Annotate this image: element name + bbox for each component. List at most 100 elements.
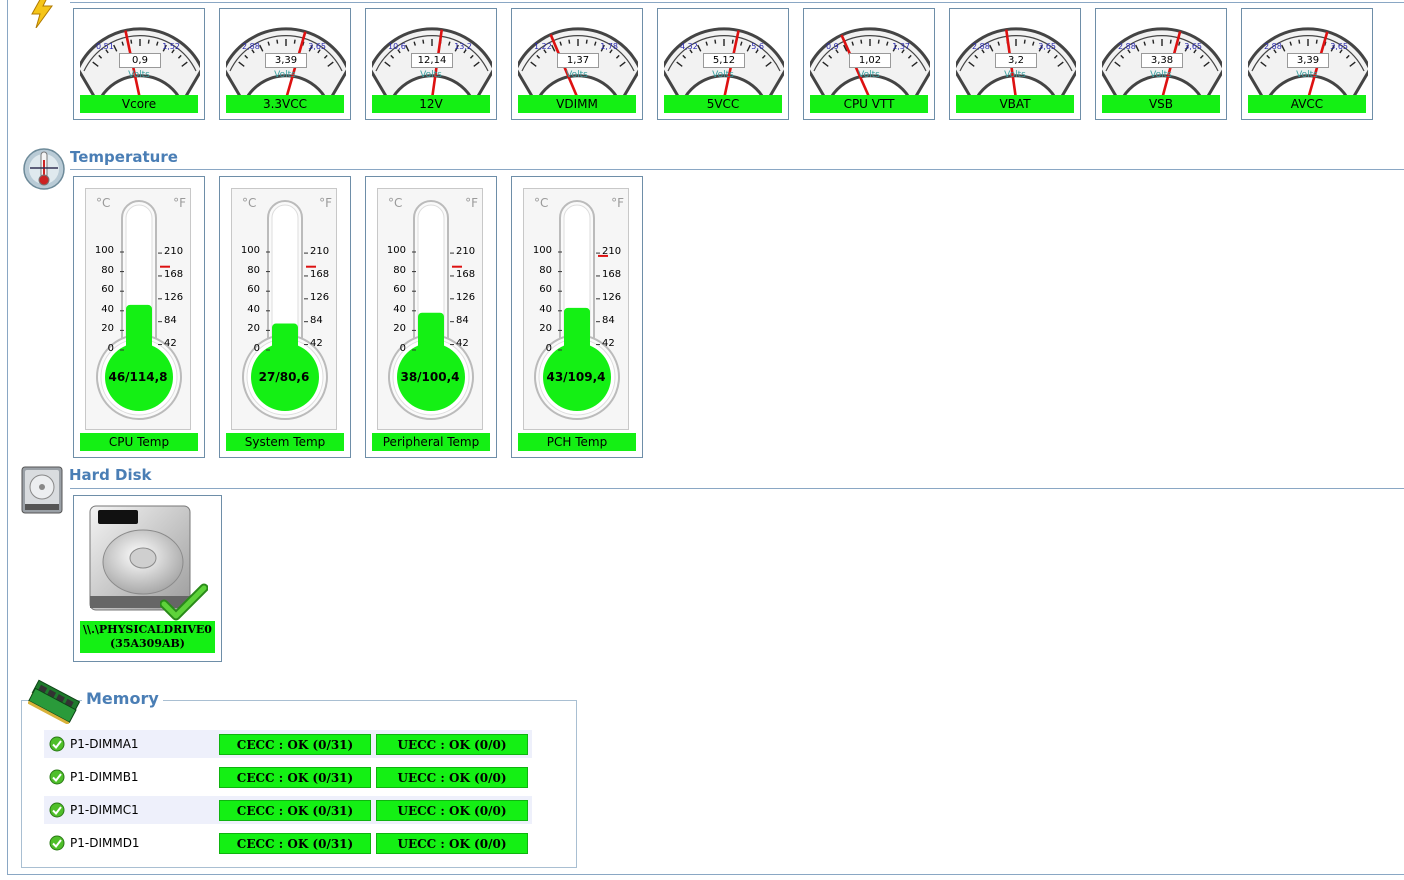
fahrenheit-tick-label: 168 bbox=[602, 268, 622, 280]
fahrenheit-tick-label: 210 bbox=[310, 246, 330, 258]
fahrenheit-tick-label: 84 bbox=[310, 314, 323, 326]
memory-module-name: P1-DIMMD1 bbox=[70, 836, 140, 850]
voltage-gauge-card[interactable]: 2,88 3,65 3,39 Volts 3.3VCC bbox=[219, 8, 351, 120]
celsius-tick-label: 0 bbox=[545, 343, 552, 354]
celsius-tick-label: 60 bbox=[539, 284, 552, 296]
hard-disk-section-title: Hard Disk bbox=[69, 466, 152, 484]
gauge-min-label: 2,88 bbox=[242, 42, 260, 51]
celsius-tick-label: 60 bbox=[393, 284, 406, 296]
celsius-tick-label: 40 bbox=[393, 303, 406, 315]
memory-module-row[interactable]: P1-DIMMA1 CECC : OK (0/31) UECC : OK (0/… bbox=[44, 730, 532, 758]
gauge-unit-label: Volts bbox=[566, 70, 588, 80]
gauge-unit-label: Volts bbox=[858, 70, 880, 80]
celsius-unit-label: °C bbox=[242, 196, 257, 210]
fahrenheit-tick-label: 84 bbox=[602, 314, 615, 326]
gauge-unit-label: Volts bbox=[712, 70, 734, 80]
voltage-gauge-card[interactable]: 2,88 3,65 3,2 Volts VBAT bbox=[949, 8, 1081, 120]
gauge-value-readout: 1,37 bbox=[557, 53, 599, 68]
gauge-value-readout: 3,38 bbox=[1141, 53, 1183, 68]
temperature-readout: 38/100,4 bbox=[400, 370, 460, 384]
gauge-name-label: 3.3VCC bbox=[226, 95, 344, 113]
ok-check-icon bbox=[49, 835, 65, 855]
celsius-tick-label: 80 bbox=[393, 264, 406, 276]
celsius-tick-label: 20 bbox=[393, 323, 406, 335]
gauge-min-label: 2,88 bbox=[972, 42, 990, 51]
celsius-tick-label: 0 bbox=[107, 343, 114, 354]
memory-module-row[interactable]: P1-DIMMB1 CECC : OK (0/31) UECC : OK (0/… bbox=[44, 763, 532, 791]
fahrenheit-tick-label: 210 bbox=[602, 246, 622, 258]
celsius-tick-label: 20 bbox=[539, 323, 552, 335]
voltage-gauge-card[interactable]: 2,88 3,65 3,39 Volts AVCC bbox=[1241, 8, 1373, 120]
fahrenheit-tick-label: 84 bbox=[456, 314, 469, 326]
ok-checkmark-icon bbox=[159, 582, 209, 626]
celsius-unit-label: °C bbox=[96, 196, 111, 210]
gauge-max-label: 1,78 bbox=[600, 42, 618, 51]
fahrenheit-tick-label: 210 bbox=[456, 246, 476, 258]
fahrenheit-tick-label: 42 bbox=[310, 337, 323, 349]
uecc-status-badge: UECC : OK (0/0) bbox=[376, 833, 528, 854]
ok-check-icon bbox=[49, 802, 65, 822]
temperature-sensor-label: System Temp bbox=[226, 433, 344, 451]
celsius-tick-label: 80 bbox=[539, 264, 552, 276]
memory-module-icon bbox=[27, 674, 82, 728]
gauge-value-readout: 5,12 bbox=[703, 53, 745, 68]
gauge-value-readout: 0,9 bbox=[119, 53, 161, 68]
thermometer-graphic bbox=[242, 200, 328, 420]
celsius-tick-label: 0 bbox=[399, 343, 406, 354]
celsius-tick-label: 40 bbox=[101, 303, 114, 315]
memory-module-name: P1-DIMMB1 bbox=[70, 770, 139, 784]
gauge-unit-label: Volts bbox=[274, 70, 296, 80]
uecc-status-badge: UECC : OK (0/0) bbox=[376, 767, 528, 788]
temperature-sensor-label: CPU Temp bbox=[80, 433, 198, 451]
memory-module-row[interactable]: P1-DIMMD1 CECC : OK (0/31) UECC : OK (0/… bbox=[44, 829, 532, 857]
celsius-tick-label: 40 bbox=[539, 303, 552, 315]
fahrenheit-unit-label: °F bbox=[319, 196, 332, 210]
fahrenheit-unit-label: °F bbox=[173, 196, 186, 210]
gauge-min-label: 10,6 bbox=[388, 42, 406, 51]
hard-disk-section-divider bbox=[70, 488, 1404, 489]
mercury-bulb bbox=[105, 343, 173, 411]
hard-disk-card[interactable]: \\.\PHYSICALDRIVE0 (35A309AB) bbox=[73, 495, 222, 662]
cecc-status-badge: CECC : OK (0/31) bbox=[219, 833, 371, 854]
fahrenheit-tick-label: 42 bbox=[602, 337, 615, 349]
voltage-gauge-card[interactable]: 2,88 3,65 3,38 Volts VSB bbox=[1095, 8, 1227, 120]
gauge-value-readout: 12,14 bbox=[411, 53, 453, 68]
gauge-min-label: 0,9 bbox=[826, 42, 839, 51]
hard-disk-label: \\.\PHYSICALDRIVE0 (35A309AB) bbox=[80, 621, 215, 653]
celsius-tick-label: 0 bbox=[253, 343, 260, 354]
memory-module-name: P1-DIMMA1 bbox=[70, 737, 139, 751]
cecc-status-badge: CECC : OK (0/31) bbox=[219, 767, 371, 788]
gauge-max-label: 5,6 bbox=[751, 42, 764, 51]
gauge-name-label: 5VCC bbox=[664, 95, 782, 113]
gauge-value-readout: 3,39 bbox=[1287, 53, 1329, 68]
lightning-icon bbox=[28, 0, 56, 32]
celsius-tick-label: 100 bbox=[94, 245, 114, 256]
memory-title-wrap: Memory bbox=[82, 689, 163, 708]
voltage-gauge-card[interactable]: 0,51 1,52 0,9 Volts Vcore bbox=[73, 8, 205, 120]
fahrenheit-tick-label: 126 bbox=[602, 291, 622, 303]
gauge-unit-label: Volts bbox=[128, 70, 150, 80]
voltage-gauge-card[interactable]: 4,32 5,6 5,12 Volts 5VCC bbox=[657, 8, 789, 120]
gauge-value-readout: 3,2 bbox=[995, 53, 1037, 68]
fahrenheit-unit-label: °F bbox=[611, 196, 624, 210]
celsius-tick-label: 60 bbox=[101, 284, 114, 296]
voltage-gauge-card[interactable]: 10,6 13,2 12,14 Volts 12V bbox=[365, 8, 497, 120]
voltage-gauge-card[interactable]: 1,22 1,78 1,37 Volts VDIMM bbox=[511, 8, 643, 120]
gauge-name-label: VSB bbox=[1102, 95, 1220, 113]
gauge-max-label: 3,65 bbox=[1038, 42, 1056, 51]
gauge-name-label: CPU VTT bbox=[810, 95, 928, 113]
voltage-gauge-card[interactable]: 0,9 1,37 1,02 Volts CPU VTT bbox=[803, 8, 935, 120]
ok-check-icon bbox=[49, 769, 65, 789]
temperature-sensor-label: Peripheral Temp bbox=[372, 433, 490, 451]
mercury-bulb bbox=[397, 343, 465, 411]
temperature-readout: 46/114,8 bbox=[108, 370, 168, 384]
hard-drive-icon bbox=[88, 504, 208, 620]
fahrenheit-tick-label: 210 bbox=[164, 246, 184, 258]
gauge-name-label: AVCC bbox=[1248, 95, 1366, 113]
memory-module-row[interactable]: P1-DIMMC1 CECC : OK (0/31) UECC : OK (0/… bbox=[44, 796, 532, 824]
